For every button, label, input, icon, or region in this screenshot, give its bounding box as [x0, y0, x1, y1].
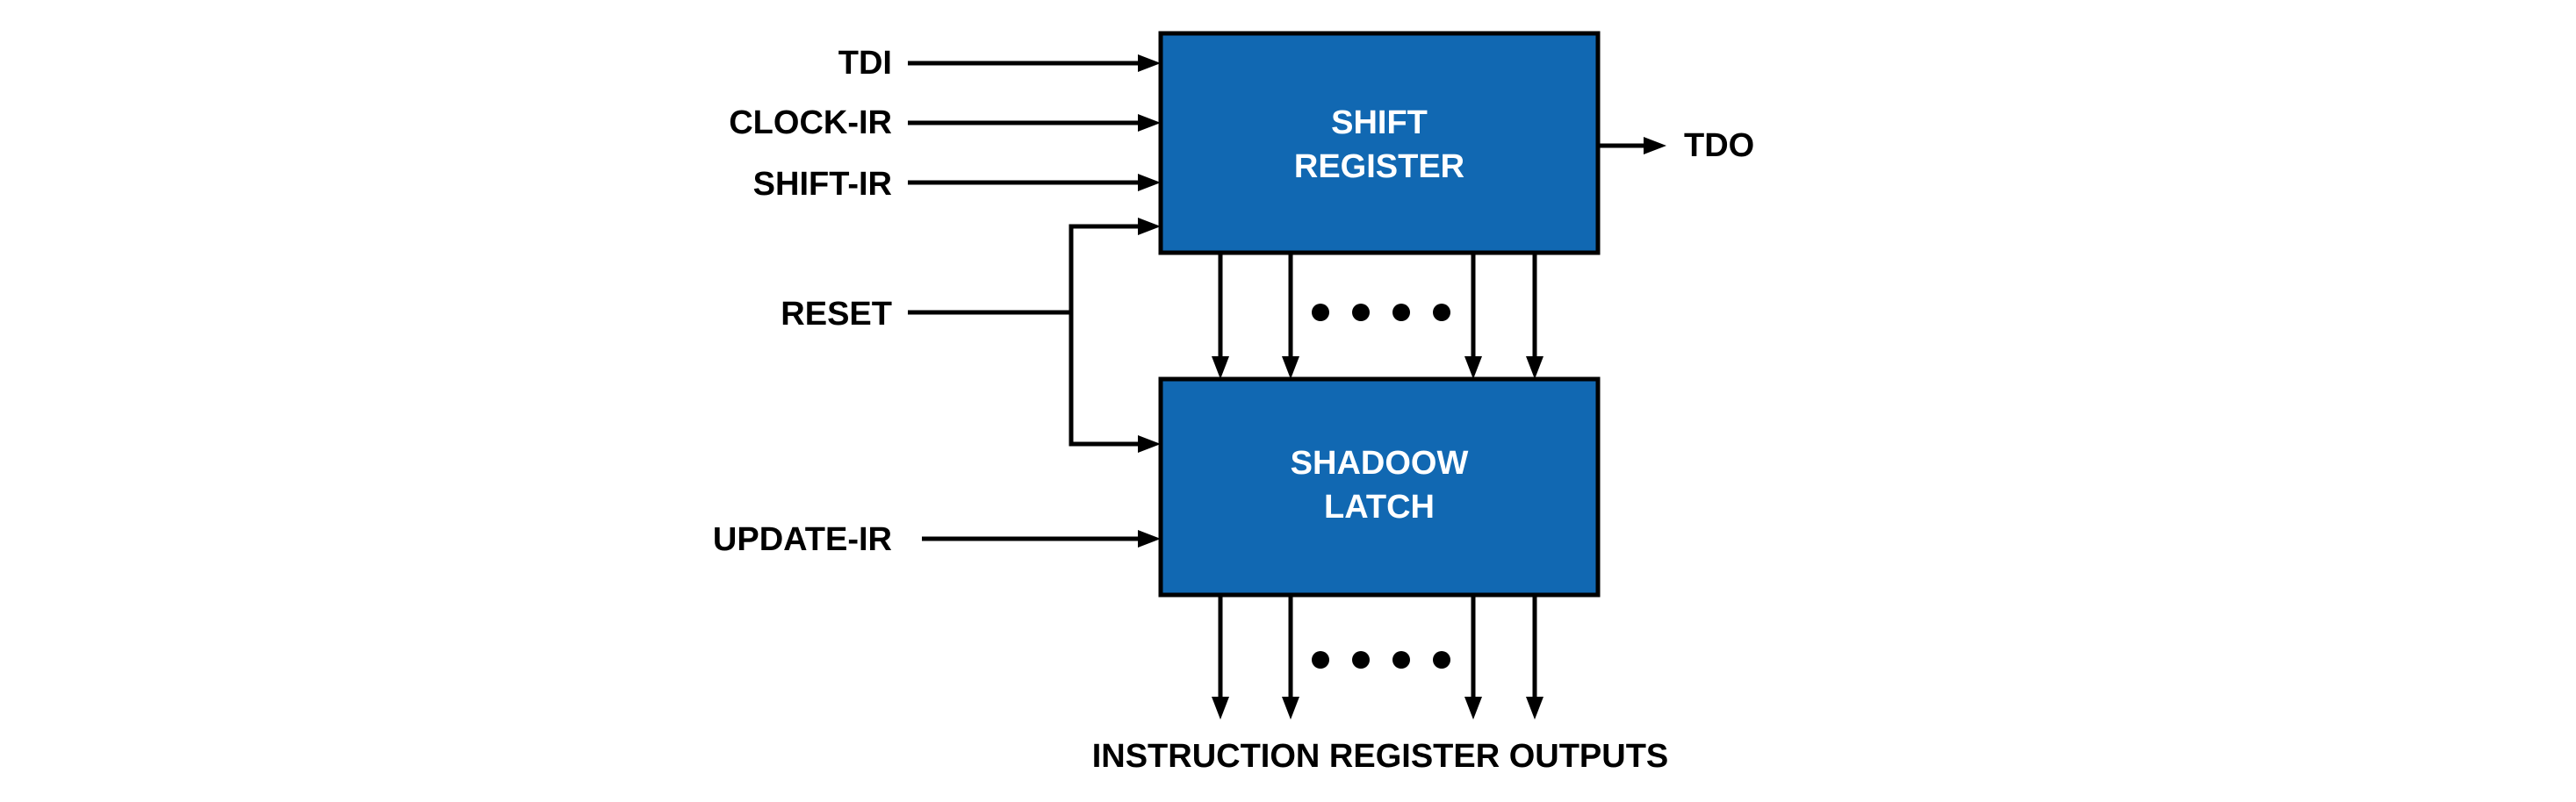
shift-ir-label: SHIFT-IR: [753, 166, 892, 203]
shift-register-label-line1: SHIFT: [1331, 104, 1428, 141]
shift-ir-arrow: [908, 174, 1161, 191]
instruction-register-outputs-label: INSTRUCTION REGISTER OUTPUTS: [1092, 738, 1669, 775]
tdi-label: TDI: [838, 45, 892, 82]
latch-output-bus: [1212, 595, 1543, 720]
ellipsis-dots-upper: [1312, 304, 1450, 321]
shift-register-label-line2: REGISTER: [1294, 148, 1464, 185]
shadow-latch-label-line2: LATCH: [1324, 489, 1435, 526]
shadow-latch-label-line1: SHADOOW: [1291, 445, 1469, 482]
reset-arrow-to-shadow-latch: [1138, 435, 1161, 453]
shift-register-box: [1158, 31, 1601, 255]
shadow-latch-block: SHADOOW LATCH: [1158, 376, 1601, 598]
shadow-latch-box: [1158, 376, 1601, 598]
reset-wire: [908, 218, 1161, 453]
tdo-label: TDO: [1684, 127, 1754, 164]
tdo-arrow: [1598, 137, 1666, 154]
update-ir-label: UPDATE-IR: [713, 521, 892, 558]
tdi-arrow: [908, 54, 1161, 72]
shift-to-latch-bus: [1212, 253, 1543, 379]
reset-label: RESET: [781, 296, 892, 333]
shift-register-block: SHIFT REGISTER: [1158, 31, 1601, 255]
clock-ir-arrow: [908, 114, 1161, 132]
update-ir-arrow: [922, 530, 1161, 548]
reset-arrow-to-shift-register: [1138, 218, 1161, 235]
clock-ir-label: CLOCK-IR: [729, 104, 892, 141]
ellipsis-dots-lower: [1312, 651, 1450, 669]
